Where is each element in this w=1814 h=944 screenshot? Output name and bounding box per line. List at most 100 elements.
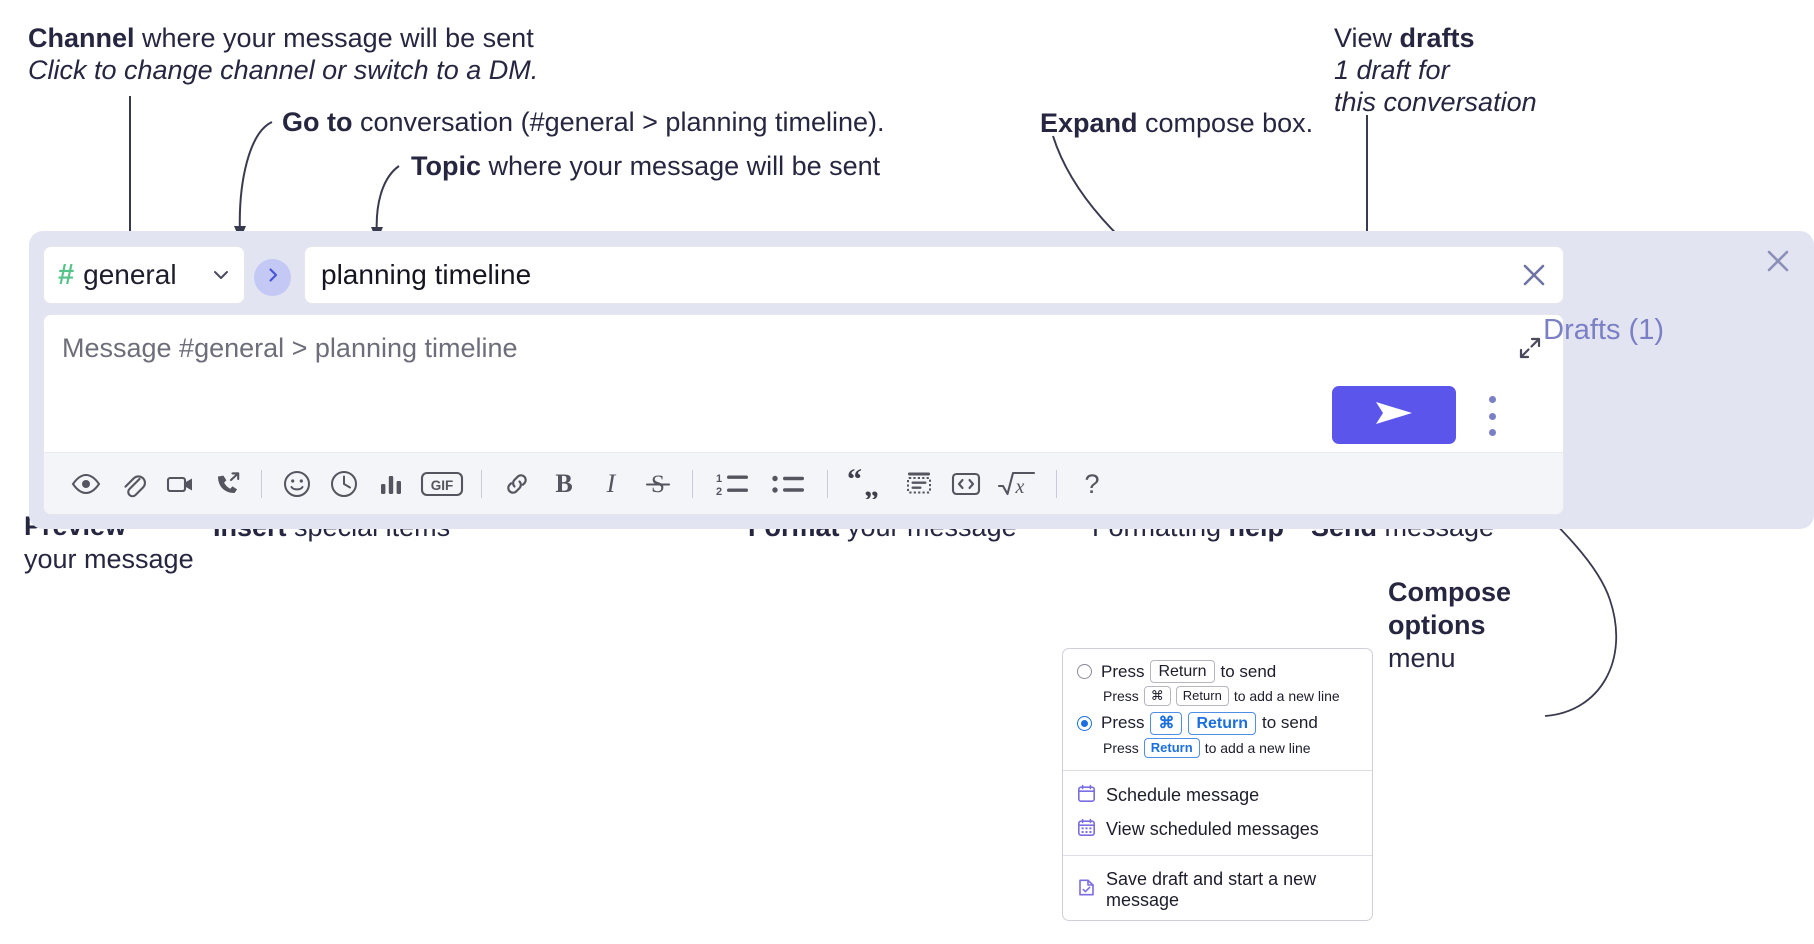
channel-selector[interactable]: # general xyxy=(43,246,245,304)
poll-icon[interactable] xyxy=(367,462,414,506)
menu-item-view-scheduled[interactable]: View scheduled messages xyxy=(1063,813,1372,847)
annotation-compose-options-l3: menu xyxy=(1388,642,1456,675)
call-icon[interactable] xyxy=(203,462,250,506)
send-option-return[interactable]: Press Return to send xyxy=(1063,658,1372,685)
attachment-icon[interactable] xyxy=(109,462,156,506)
annotation-compose-options-line1: Compose xyxy=(1388,577,1512,607)
save-draft-icon xyxy=(1077,878,1096,902)
svg-text:2: 2 xyxy=(716,486,722,498)
send-option-return-label: Press Return to send xyxy=(1101,660,1276,684)
send-option-cmd-return-label: Press ⌘ Return to send xyxy=(1101,711,1318,735)
chevron-right-icon xyxy=(265,267,281,288)
annotation-preview-l2: your message xyxy=(24,543,194,576)
message-input-area[interactable]: Message #general > planning timeline xyxy=(44,315,1563,452)
annotation-preview-rest: your message xyxy=(24,544,194,574)
calendar-grid-icon xyxy=(1077,818,1096,842)
bulleted-list-icon[interactable] xyxy=(760,462,816,506)
strikethrough-icon[interactable]: S xyxy=(634,462,681,506)
message-placeholder: Message #general > planning timeline xyxy=(62,333,518,363)
annotation-goto: Go to conversation (#general > planning … xyxy=(282,106,885,139)
toolbar-separator xyxy=(481,469,482,498)
code-block-icon[interactable] xyxy=(895,462,942,506)
hash-icon: # xyxy=(58,258,75,291)
option2-key-return: Return xyxy=(1188,711,1257,735)
svg-text:I: I xyxy=(605,469,616,498)
annotation-drafts-l3: this conversation xyxy=(1334,86,1537,119)
compose-panel: # general planning timeline Message #gen… xyxy=(29,231,1814,529)
option2-sub-press: Press xyxy=(1103,739,1139,756)
menu-item-save-draft[interactable]: Save draft and start a new message xyxy=(1063,864,1372,916)
annotation-goto-rest: conversation (#general > planning timeli… xyxy=(352,107,885,137)
toolbar-separator xyxy=(692,469,693,498)
annotation-drafts-l2: 1 draft for xyxy=(1334,54,1450,87)
menu-item-schedule-message[interactable]: Schedule message xyxy=(1063,779,1372,813)
annotation-drafts-line2: 1 draft for xyxy=(1334,55,1450,85)
svg-text:GIF: GIF xyxy=(431,478,454,493)
channel-name: general xyxy=(83,259,177,290)
drafts-link[interactable]: Drafts (1) xyxy=(1543,314,1664,346)
option2-sub-key-return: Return xyxy=(1143,737,1200,758)
annotation-channel-bold: Channel xyxy=(28,23,135,53)
annotation-topic-bold: Topic xyxy=(411,151,481,181)
italic-icon[interactable]: I xyxy=(587,462,634,506)
expand-icon[interactable] xyxy=(1517,335,1543,361)
annotation-compose-options-line2: options xyxy=(1388,610,1486,640)
close-icon[interactable] xyxy=(1764,247,1792,275)
annotation-compose-options-l2: options xyxy=(1388,609,1485,642)
menu-item-label: Schedule message xyxy=(1106,785,1260,806)
math-icon[interactable]: x xyxy=(989,462,1045,506)
menu-item-label: View scheduled messages xyxy=(1106,819,1319,840)
inline-code-icon[interactable] xyxy=(942,462,989,506)
annotation-drafts-bold: drafts xyxy=(1399,23,1475,53)
compose-options-button[interactable] xyxy=(1481,396,1503,436)
option2-sub-tail: to add a new line xyxy=(1204,739,1311,756)
kebab-dot xyxy=(1488,412,1496,420)
topic-input[interactable]: planning timeline xyxy=(304,246,1564,304)
gif-icon[interactable]: GIF xyxy=(414,462,470,506)
annotation-expand-bold: Expand xyxy=(1040,108,1138,138)
annotation-expand-rest: compose box. xyxy=(1137,108,1314,138)
svg-text:“: “ xyxy=(847,469,862,496)
option1-sub-tail: to add a new line xyxy=(1233,687,1340,704)
radio-selected-icon[interactable] xyxy=(1077,715,1092,731)
annotation-drafts-line3: this conversation xyxy=(1334,87,1537,117)
send-option-cmd-return[interactable]: Press ⌘ Return to send xyxy=(1063,710,1372,737)
annotation-channel: Channel where your message will be sent xyxy=(28,22,534,55)
ordered-list-icon[interactable]: 1 2 xyxy=(704,462,760,506)
emoji-icon[interactable] xyxy=(273,462,320,506)
goto-conversation-button[interactable] xyxy=(254,259,291,296)
svg-text:B: B xyxy=(555,469,572,498)
kebab-dot xyxy=(1488,396,1496,403)
chevron-down-icon xyxy=(212,266,230,284)
video-icon[interactable] xyxy=(156,462,203,506)
menu-divider xyxy=(1063,769,1372,771)
option1-sub-key-cmd: ⌘ xyxy=(1143,686,1171,706)
annotation-goto-bold: Go to xyxy=(282,107,353,137)
option1-sub-press: Press xyxy=(1103,687,1139,704)
option2-to-send: to send xyxy=(1262,713,1318,733)
bold-icon[interactable]: B xyxy=(540,462,587,506)
annotation-topic-rest: where your message will be sent xyxy=(481,151,881,181)
option2-press: Press xyxy=(1101,713,1145,733)
send-paper-plane-icon xyxy=(1372,396,1416,435)
help-icon[interactable]: ? xyxy=(1068,462,1115,506)
blockquote-icon[interactable]: “ „ xyxy=(839,462,895,506)
svg-text:x: x xyxy=(1015,476,1025,498)
radio-unselected-icon[interactable] xyxy=(1077,664,1092,680)
toolbar-separator xyxy=(261,469,262,498)
compose-options-menu: Press Return to send Press ⌘ Return to a… xyxy=(1062,648,1373,921)
clear-topic-icon[interactable] xyxy=(1521,262,1547,288)
svg-text:„: „ xyxy=(864,470,879,499)
menu-divider xyxy=(1063,854,1372,856)
topic-value: planning timeline xyxy=(321,259,532,290)
annotation-channel-sub: Click to change channel or switch to a D… xyxy=(28,54,538,87)
link-icon[interactable] xyxy=(493,462,540,506)
message-compose-box[interactable]: Message #general > planning timeline xyxy=(43,314,1564,515)
send-button[interactable] xyxy=(1332,386,1456,444)
annotation-compose-options-l1: Compose xyxy=(1388,576,1511,609)
preview-icon[interactable] xyxy=(62,462,109,506)
annotation-drafts-view: View xyxy=(1334,23,1400,53)
annotation-expand: Expand compose box. xyxy=(1040,107,1313,140)
clock-icon[interactable] xyxy=(320,462,367,506)
formatting-toolbar: GIF B I S xyxy=(44,452,1563,514)
